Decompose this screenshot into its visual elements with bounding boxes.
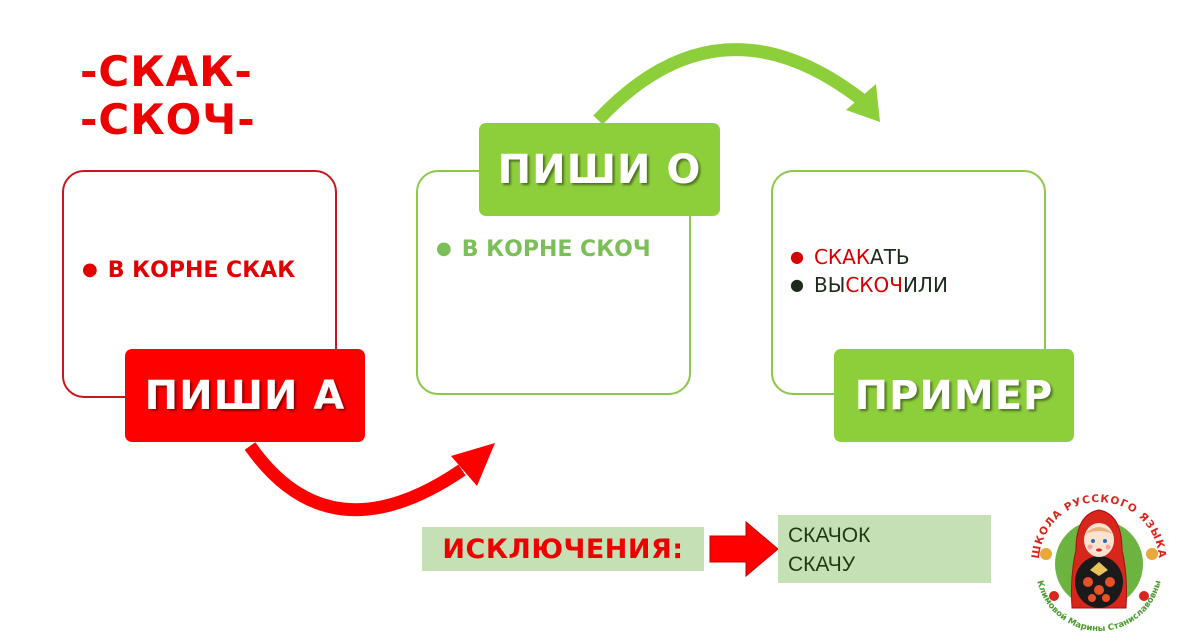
- example-line-2: ● ВЫСКОЧИЛИ: [790, 273, 948, 297]
- school-logo: ШКОЛА РУССКОГО ЯЗЫКА Климовой Марины Ста…: [1030, 493, 1167, 634]
- exceptions-label: ИСКЛЮЧЕНИЯ:: [442, 533, 684, 565]
- rule-a-text: В КОРНЕ СКАК: [107, 258, 296, 283]
- example-label-text: ПРИМЕР: [854, 372, 1054, 419]
- right-arrow-icon: [709, 520, 779, 578]
- bullet-dot: ●: [790, 275, 804, 294]
- bullet-dot: ●: [436, 238, 452, 259]
- example-1-suffix: АТЬ: [870, 245, 910, 269]
- exceptions-label-box: ИСКЛЮЧЕНИЯ:: [422, 527, 704, 571]
- root-skak: -СКАК-: [80, 47, 253, 96]
- exceptions-words-box: СКАЧОК СКАЧУ: [778, 515, 991, 583]
- example-label: ПРИМЕР: [834, 349, 1074, 442]
- write-a-text: ПИШИ А: [144, 372, 346, 419]
- write-o-label: ПИШИ О: [479, 123, 720, 216]
- example-2-root: СКОЧ: [845, 273, 903, 297]
- rule-a-bullet: ● В КОРНЕ СКАК: [82, 258, 295, 283]
- example-2-prefix: ВЫ: [813, 273, 846, 297]
- matryoshka-doll-icon: [1071, 509, 1127, 609]
- example-line-1: ● СКАКАТЬ: [790, 245, 910, 269]
- exception-word: СКАЧОК: [788, 524, 871, 547]
- rule-o-text: В КОРНЕ СКОЧ: [461, 237, 651, 262]
- example-1-root: СКАК: [813, 245, 871, 269]
- exception-word: СКАЧУ: [788, 553, 856, 576]
- bullet-dot: ●: [82, 259, 98, 280]
- write-o-text: ПИШИ О: [497, 146, 702, 193]
- root-headings: -СКАК- -СКОЧ-: [80, 48, 256, 144]
- rule-o-bullet: ● В КОРНЕ СКОЧ: [436, 237, 651, 262]
- root-skoch: -СКОЧ-: [80, 95, 256, 144]
- bullet-dot: ●: [790, 247, 804, 266]
- write-a-label: ПИШИ А: [125, 349, 365, 442]
- example-2-suffix: ИЛИ: [902, 273, 948, 297]
